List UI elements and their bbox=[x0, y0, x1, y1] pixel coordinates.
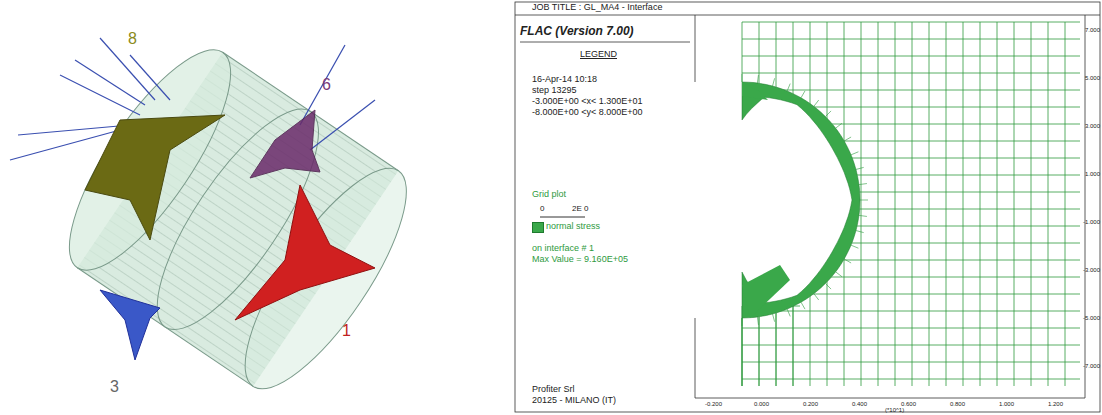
callout-number: 8 bbox=[128, 30, 137, 48]
grid-line bbox=[1014, 22, 1015, 386]
grid-line bbox=[980, 22, 981, 386]
grid-line bbox=[1031, 22, 1032, 386]
job-title: JOB TITLE : GL_MA4 - Interface bbox=[532, 3, 662, 13]
step: step 13295 bbox=[532, 86, 577, 96]
scale-bar bbox=[540, 217, 585, 218]
grid-line bbox=[759, 306, 760, 386]
stress-band bbox=[742, 82, 860, 318]
grid-line bbox=[861, 22, 862, 386]
axis-label: -1.000 bbox=[1083, 219, 1100, 226]
grid-line bbox=[963, 22, 964, 386]
grid-line bbox=[836, 123, 842, 128]
company: Profiter Srl bbox=[532, 385, 575, 395]
grid-line bbox=[742, 318, 743, 326]
callout-number: 6 bbox=[322, 76, 331, 94]
grid-line bbox=[860, 200, 868, 201]
axis-label: 7.000 bbox=[1085, 27, 1100, 34]
axis-label: -0.200 bbox=[705, 401, 722, 408]
grid-line bbox=[1065, 22, 1066, 386]
grid-line bbox=[825, 283, 831, 289]
grid-line bbox=[801, 91, 805, 98]
axis-label: 0.400 bbox=[852, 401, 867, 408]
stress-band bbox=[742, 74, 868, 326]
axis-label: -5.000 bbox=[1083, 315, 1100, 322]
legend-text: Max Value = 9.160E+05 bbox=[532, 255, 628, 265]
scale-label: 0 bbox=[540, 205, 544, 214]
grid-line bbox=[776, 306, 777, 386]
grid-line bbox=[742, 39, 1080, 40]
grid-line bbox=[859, 215, 867, 216]
grid-line bbox=[856, 167, 864, 169]
grid-line bbox=[844, 259, 851, 263]
grid-line bbox=[895, 22, 896, 386]
axis-label: -7.000 bbox=[1083, 363, 1100, 370]
grid-line bbox=[757, 317, 758, 325]
grid-line bbox=[757, 75, 758, 83]
axis-label: 1.000 bbox=[1085, 171, 1100, 178]
date: 16-Apr-14 10:18 bbox=[532, 75, 597, 85]
grid-line bbox=[787, 84, 790, 91]
axis-unit: (*10^1) bbox=[885, 407, 904, 414]
flac-frame bbox=[515, 2, 1100, 412]
grid-line bbox=[1048, 22, 1049, 386]
axis-label: 3.000 bbox=[1085, 123, 1100, 130]
axis-label: 0.600 bbox=[901, 401, 916, 408]
scale-label: 2E 0 bbox=[572, 205, 588, 214]
wedge-8 bbox=[85, 115, 225, 240]
grid-line bbox=[825, 111, 831, 117]
grid-line bbox=[859, 184, 867, 185]
tunnel-cavity bbox=[690, 82, 860, 318]
axis-label: 1.200 bbox=[1048, 401, 1063, 408]
grid-line bbox=[946, 22, 947, 386]
grid-line bbox=[997, 22, 998, 386]
legend-text: Grid plot bbox=[532, 190, 566, 200]
grid-line bbox=[787, 309, 790, 316]
grid-line bbox=[742, 73, 1080, 74]
grid-line bbox=[912, 22, 913, 386]
axis-label: 0.800 bbox=[950, 401, 965, 408]
grid-line bbox=[836, 272, 842, 277]
grid-line bbox=[742, 90, 1080, 91]
grid-line bbox=[742, 56, 1080, 57]
grid-line bbox=[878, 22, 879, 386]
grid-line bbox=[742, 74, 743, 82]
wedge-1 bbox=[235, 185, 375, 320]
axis-label: 0.200 bbox=[803, 401, 818, 408]
grid-line bbox=[773, 314, 775, 322]
program-title: FLAC (Version 7.00) bbox=[520, 25, 634, 38]
y-range: -8.000E+00 <y< 8.000E+00 bbox=[532, 108, 643, 118]
wedge-6 bbox=[250, 110, 320, 178]
stress-spike bbox=[742, 265, 790, 318]
legend-text: normal stress bbox=[546, 222, 600, 232]
axis-label: 0.000 bbox=[754, 401, 769, 408]
axis-label: 5.000 bbox=[1085, 75, 1100, 82]
x-range: -3.000E+00 <x< 1.300E+01 bbox=[532, 97, 643, 107]
cylinder bbox=[42, 29, 433, 410]
grid-line bbox=[742, 22, 1080, 23]
grid-plot bbox=[690, 22, 1080, 386]
grid-line bbox=[793, 306, 794, 386]
wedge-3 bbox=[100, 290, 160, 360]
grid-line bbox=[851, 152, 858, 155]
grid-line bbox=[844, 137, 851, 141]
legend-swatch bbox=[532, 222, 544, 233]
legend-heading: LEGEND bbox=[580, 50, 617, 60]
grid-line bbox=[801, 302, 805, 309]
axis-label: -3.000 bbox=[1083, 267, 1100, 274]
grid-line bbox=[814, 100, 819, 106]
grid-line bbox=[856, 231, 864, 233]
stress-spike bbox=[742, 82, 768, 100]
callout-number: 3 bbox=[110, 378, 119, 396]
callout-number: 1 bbox=[342, 322, 351, 340]
grid-line bbox=[773, 78, 775, 86]
grid-line bbox=[814, 294, 819, 300]
grid-line bbox=[851, 245, 858, 248]
address: 20125 - MILANO (IT) bbox=[532, 396, 616, 406]
grid-line bbox=[929, 22, 930, 386]
legend-text: on interface # 1 bbox=[532, 244, 594, 254]
axis-label: 1.000 bbox=[999, 401, 1014, 408]
